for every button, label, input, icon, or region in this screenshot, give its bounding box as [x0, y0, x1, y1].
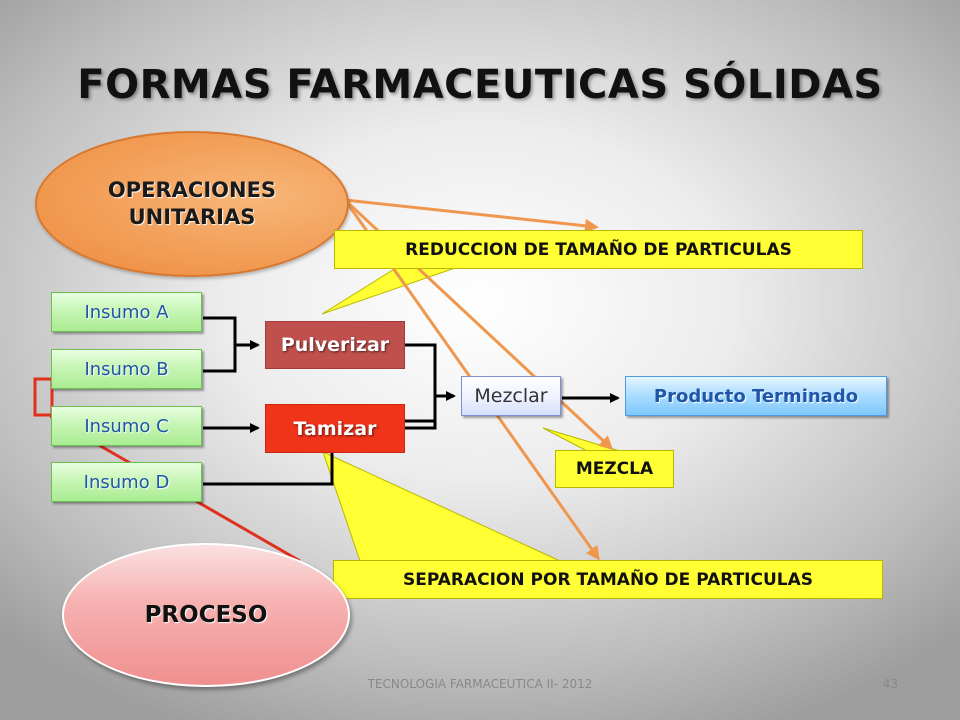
callout-mezcla[interactable]: MEZCLA — [555, 450, 674, 488]
insumo-a-label: Insumo A — [84, 301, 169, 323]
callout-reduccion-text: REDUCCION DE TAMAÑO DE PARTICULAS — [405, 239, 792, 260]
insumo-a-box[interactable]: Insumo A — [51, 292, 202, 332]
callout-separacion[interactable]: SEPARACION POR TAMAÑO DE PARTICULAS — [333, 560, 883, 599]
slide-title: FORMAS FARMACEUTICAS SÓLIDAS — [77, 62, 883, 108]
callout-mezcla-text: MEZCLA — [575, 459, 654, 479]
connector-ab-pulverizar — [203, 316, 258, 373]
callout-separacion-text: SEPARACION POR TAMAÑO DE PARTICULAS — [402, 569, 814, 590]
connector-pulv-tam-mezclar — [405, 343, 454, 430]
insumo-d-label: Insumo D — [83, 471, 170, 493]
mezclar-label: Mezclar — [474, 385, 548, 407]
insumo-b-label: Insumo B — [84, 358, 169, 380]
insumo-d-box[interactable]: Insumo D — [51, 462, 202, 502]
producto-terminado-label: Producto Terminado — [653, 385, 859, 407]
pulverizar-box[interactable]: Pulverizar — [265, 321, 405, 369]
slide-footer: TECNOLOGIA FARMACEUTICA II- 2012 — [367, 677, 593, 691]
proceso-label: PROCESO — [144, 602, 268, 628]
operaciones-line2: UNITARIAS — [128, 205, 256, 229]
mezclar-box[interactable]: Mezclar — [461, 376, 561, 416]
arrow-op-reduccion — [344, 198, 599, 233]
red-marker-box — [33, 377, 54, 417]
page-number: 43 — [882, 677, 898, 691]
insumo-c-box[interactable]: Insumo C — [51, 406, 202, 446]
proceso-ellipse[interactable]: PROCESO — [62, 543, 350, 687]
tamizar-box[interactable]: Tamizar — [265, 404, 405, 453]
callout-reduccion[interactable]: REDUCCION DE TAMAÑO DE PARTICULAS — [334, 230, 863, 269]
pulverizar-label: Pulverizar — [280, 334, 390, 356]
callout-tail-separacion — [322, 451, 561, 562]
operaciones-unitarias-ellipse[interactable]: OPERACIONES UNITARIAS — [35, 131, 349, 277]
producto-terminado-box[interactable]: Producto Terminado — [625, 376, 887, 416]
insumo-c-label: Insumo C — [84, 415, 169, 437]
insumo-b-box[interactable]: Insumo B — [51, 349, 202, 389]
tamizar-label: Tamizar — [293, 417, 377, 440]
callout-tail-reduccion — [321, 267, 456, 315]
operaciones-line1: OPERACIONES — [107, 178, 277, 202]
